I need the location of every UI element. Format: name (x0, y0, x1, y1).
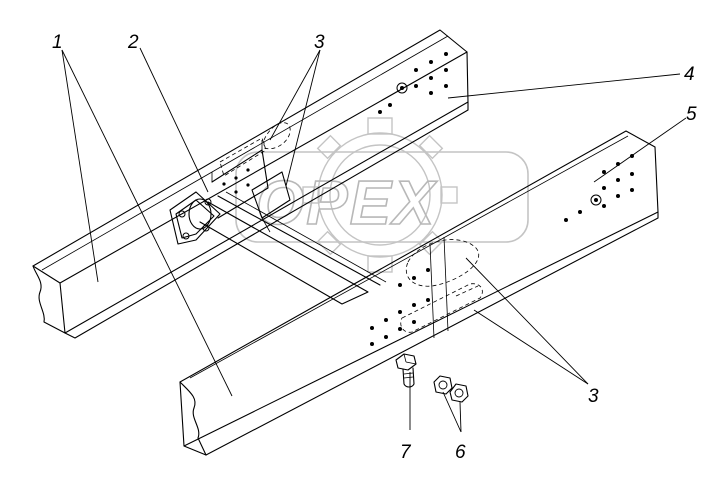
callout-label-3-top: 3 (314, 32, 325, 53)
upper-gusset-holes (222, 168, 250, 194)
lower-rail-end-holes (564, 154, 634, 222)
watermark-badge (235, 151, 529, 243)
callout-labels: 1 2 3 4 5 3 6 7 (52, 32, 697, 463)
callout-label-5: 5 (686, 104, 697, 125)
callout-label-2: 2 (127, 32, 139, 53)
bolt (395, 353, 417, 388)
lower-frame-rail (179, 130, 659, 456)
callout-label-6: 6 (455, 442, 466, 463)
callout-label-3-bottom: 3 (588, 386, 599, 407)
callout-label-4: 4 (684, 64, 695, 85)
cross-member-tube (169, 171, 387, 305)
cross-member-flange (169, 191, 221, 245)
watermark-logo: OPEX (235, 117, 529, 273)
watermark-text: OPEX (256, 169, 438, 238)
upper-rail-end-holes (378, 52, 448, 114)
lower-rail-gusset-holes (370, 268, 430, 346)
callout-label-1: 1 (52, 32, 63, 53)
upper-frame-rail (32, 29, 469, 339)
nuts (433, 375, 469, 403)
leader-lines (61, 47, 687, 433)
callout-label-7: 7 (400, 442, 412, 463)
